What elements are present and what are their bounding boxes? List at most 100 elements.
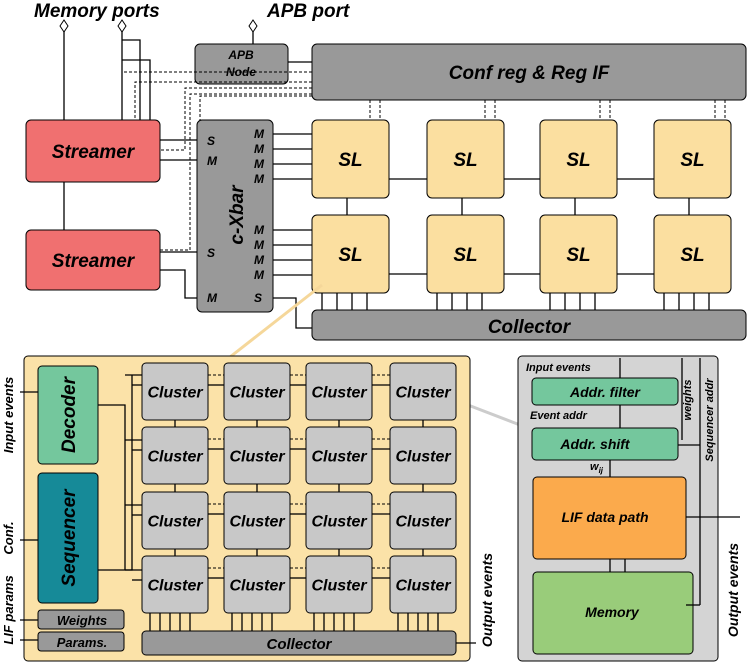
addr-shift-label: Addr. shift xyxy=(559,436,631,452)
sl-label: SL xyxy=(338,245,362,266)
cluster-label: Cluster xyxy=(395,385,451,402)
cluster-block: Cluster xyxy=(223,555,291,614)
xbar-sl-wires xyxy=(273,133,312,329)
cluster-block: Cluster xyxy=(305,491,373,550)
apb-node: APB Node xyxy=(194,43,289,85)
xbar-port-m-2: M xyxy=(207,291,218,305)
memory-block: Memory xyxy=(532,571,694,655)
cluster-label: Cluster xyxy=(395,578,451,595)
sl-label: SL xyxy=(453,150,477,171)
core-collector: Collector xyxy=(141,630,457,656)
addr-filter-label: Addr. filter xyxy=(569,384,642,400)
cluster-label: Cluster xyxy=(147,385,203,402)
xbar-port-m-6: M xyxy=(254,172,265,186)
cluster-block: Cluster xyxy=(223,426,291,485)
cluster-label: Cluster xyxy=(311,578,367,595)
addr-shift-block: Addr. shift xyxy=(531,427,679,461)
sl-block: SL xyxy=(539,119,618,199)
cluster-block: Cluster xyxy=(305,426,373,485)
streamer-1-label: Streamer xyxy=(52,142,136,163)
sl-label: SL xyxy=(453,245,477,266)
crossbar: c-Xbar S M S M M M M M M M M M S xyxy=(196,119,274,313)
sequencer-addr-label: Sequencer addr xyxy=(704,378,716,462)
cluster-block: Cluster xyxy=(389,491,457,550)
streamer-1: Streamer xyxy=(25,119,161,183)
cluster-label: Cluster xyxy=(229,449,285,466)
xbar-port-m-8: M xyxy=(254,238,265,252)
cluster-block: Cluster xyxy=(389,362,457,421)
memory-ports-label: Memory ports xyxy=(34,1,160,22)
params-block: Params. xyxy=(37,631,125,652)
xbar-port-s-2: S xyxy=(207,246,215,260)
wij-label: wij xyxy=(590,461,604,475)
xbar-port-m-4: M xyxy=(254,142,265,156)
sl-block: SL xyxy=(426,214,505,294)
event-addr-label: Event addr xyxy=(530,410,588,422)
decoder-label: Decoder xyxy=(59,375,80,453)
conf-reg-block: Conf reg & Reg IF xyxy=(311,43,747,101)
apb-port-label: APB port xyxy=(266,1,350,22)
sl-block: SL xyxy=(311,214,390,294)
cluster-block: Cluster xyxy=(305,555,373,614)
streamer-2: Streamer xyxy=(25,229,161,291)
detail-output-events-label: Output events xyxy=(725,543,741,637)
lif-data-path-label: LIF data path xyxy=(561,509,648,525)
cluster-label: Cluster xyxy=(229,578,285,595)
cluster-block: Cluster xyxy=(141,491,209,550)
weights-block: Weights xyxy=(37,609,125,630)
cluster-block: Cluster xyxy=(223,362,291,421)
conf-reg-label: Conf reg & Reg IF xyxy=(449,63,611,84)
core-lif-params-label: LIF params xyxy=(1,575,16,644)
sl-block: SL xyxy=(426,119,505,199)
core-input-wires xyxy=(20,391,38,641)
cluster-block: Cluster xyxy=(389,555,457,614)
cluster-block: Cluster xyxy=(305,362,373,421)
cluster-label: Cluster xyxy=(395,514,451,531)
apb-port-wire xyxy=(248,19,258,45)
cluster-label: Cluster xyxy=(147,449,203,466)
sequencer-label: Sequencer xyxy=(59,488,80,587)
cluster-label: Cluster xyxy=(147,514,203,531)
streamer-2-label: Streamer xyxy=(52,251,136,272)
lif-data-path-block: LIF data path xyxy=(532,476,687,560)
cluster-block: Cluster xyxy=(223,491,291,550)
collector-top-label: Collector xyxy=(488,317,572,338)
decoder-block: Decoder xyxy=(37,365,99,465)
params-label: Params. xyxy=(57,635,108,650)
cluster-label: Cluster xyxy=(311,449,367,466)
cluster-label: Cluster xyxy=(229,385,285,402)
sequencer-block: Sequencer xyxy=(37,472,99,604)
memory-label: Memory xyxy=(585,604,640,620)
sl-block: SL xyxy=(653,119,732,199)
xbar-port-m-1: M xyxy=(207,154,218,168)
dispatch-wires xyxy=(98,374,142,581)
sl-label: SL xyxy=(338,150,362,171)
xbar-port-m-5: M xyxy=(254,157,265,171)
cluster-label: Cluster xyxy=(311,514,367,531)
cluster-label: Cluster xyxy=(395,449,451,466)
cluster-label: Cluster xyxy=(311,385,367,402)
detail-input-events-label: Input events xyxy=(526,362,591,374)
cluster-block: Cluster xyxy=(141,426,209,485)
xbar-port-m-3: M xyxy=(254,127,265,141)
apb-node-label-1: APB xyxy=(227,48,254,62)
sl-label: SL xyxy=(566,245,590,266)
cluster-block: Cluster xyxy=(141,555,209,614)
core-input-events-label: Input events xyxy=(1,377,16,454)
config-dashed-wires xyxy=(121,71,726,251)
collector-top: Collector xyxy=(311,309,747,341)
cluster-block: Cluster xyxy=(141,362,209,421)
detail-weights-label: weights xyxy=(682,380,694,421)
sl-label: SL xyxy=(680,150,704,171)
xbar-port-m-7: M xyxy=(254,223,265,237)
crossbar-label: c-Xbar xyxy=(227,184,248,245)
cluster-label: Cluster xyxy=(147,578,203,595)
core-conf-label: Conf. xyxy=(1,521,16,554)
xbar-port-m-9: M xyxy=(254,253,265,267)
core-collector-label: Collector xyxy=(266,636,332,653)
xbar-port-m-10: M xyxy=(254,268,265,282)
memory-port-wires xyxy=(59,19,151,230)
